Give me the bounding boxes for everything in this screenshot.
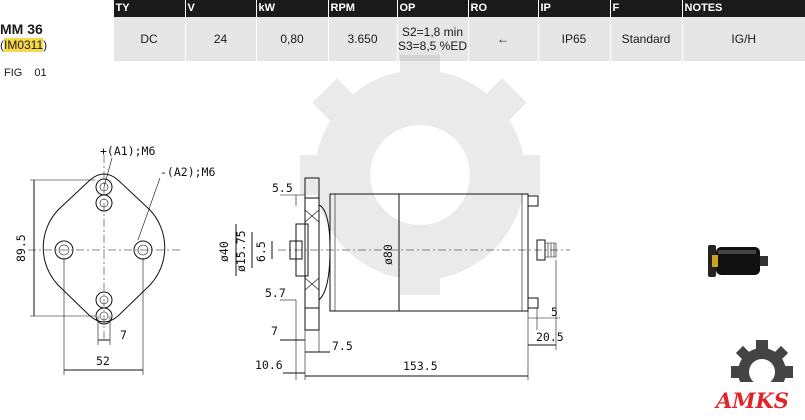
front-view: +(A1);M6 -(A2);M6 89.5 52 7 [14, 144, 215, 375]
motor-photo [708, 245, 768, 277]
dim-40-label: ø40 [217, 241, 231, 262]
figure-number: 01 [34, 67, 47, 79]
cell-kw: 0,80 [255, 17, 328, 61]
width-dim-label: 52 [96, 354, 110, 368]
header-kw: kW [255, 0, 328, 17]
header-v: V [184, 0, 256, 17]
spec-table-header: TY V kW RPM OP RO IP F NOTES [0, 0, 805, 17]
cell-rotation: ← [467, 17, 538, 61]
cell-type: DC [112, 17, 185, 61]
amks-logo: AMKS [714, 340, 804, 413]
dim-80-label: ø80 [381, 244, 395, 265]
op-line-1: S2=1,8 min [401, 25, 464, 39]
logo-gear-icon [722, 340, 804, 402]
dim-5-7-label: 5.7 [265, 286, 286, 300]
dim-153-5-label: 153.5 [403, 359, 438, 373]
model-code: (IM0311) [0, 38, 47, 52]
model-code-value: IM0311 [4, 38, 44, 52]
header-op: OP [396, 0, 468, 17]
terminal-a2-label: -(A2);M6 [160, 165, 215, 179]
terminal-a1-label: +(A1);M6 [100, 144, 155, 158]
header-blank [0, 0, 113, 17]
cell-voltage: 24 [184, 17, 256, 61]
dim-7-5-label: 7.5 [332, 339, 353, 353]
dim-10-6-label: 10.6 [255, 358, 283, 372]
figure-label: FIG 01 [4, 67, 47, 79]
dim-5-label: 5 [551, 305, 558, 319]
header-ty: TY [112, 0, 185, 17]
dim-7-label: 7 [271, 324, 278, 338]
front-small-dim-label: 7 [120, 328, 127, 342]
model-name: MM 36 [0, 21, 43, 37]
cell-rpm: 3.650 [327, 17, 397, 61]
dim-20-5-label: 20.5 [536, 330, 564, 344]
spec-table: TY V kW RPM OP RO IP F NOTES MM 36 (IM03… [0, 0, 805, 61]
cell-notes: IG/H [681, 17, 805, 61]
header-f: F [609, 0, 682, 17]
model-code-close: ) [43, 38, 48, 52]
header-ro: RO [467, 0, 538, 17]
model-cell: MM 36 (IM0311) [0, 17, 113, 61]
cell-ip: IP65 [537, 17, 610, 61]
header-notes: NOTES [681, 0, 805, 17]
model-code-open: ( [0, 38, 4, 52]
logo-text: AMKS [714, 388, 789, 413]
watermark-gear [300, 55, 540, 295]
cell-op: S2=1,8 min S3=8,5 %ED [396, 17, 468, 61]
header-ip: IP [537, 0, 610, 17]
cell-flange: Standard [609, 17, 682, 61]
dim-15-75-label: ø15.75 [234, 230, 248, 272]
spec-table-row: MM 36 (IM0311) DC 24 0,80 3.650 S2=1,8 m… [0, 17, 805, 61]
figure-label-text: FIG [4, 67, 23, 79]
height-dim-label: 89.5 [14, 234, 28, 262]
header-rpm: RPM [327, 0, 397, 17]
op-line-2: S3=8,5 %ED [397, 39, 468, 53]
side-view: 5.5 ø40 ø15.75 6.5 ø80 5.7 7 7.5 10.6 15… [217, 177, 570, 380]
dim-6-5-label: 6.5 [254, 241, 268, 262]
dim-5-5-label: 5.5 [272, 181, 293, 195]
